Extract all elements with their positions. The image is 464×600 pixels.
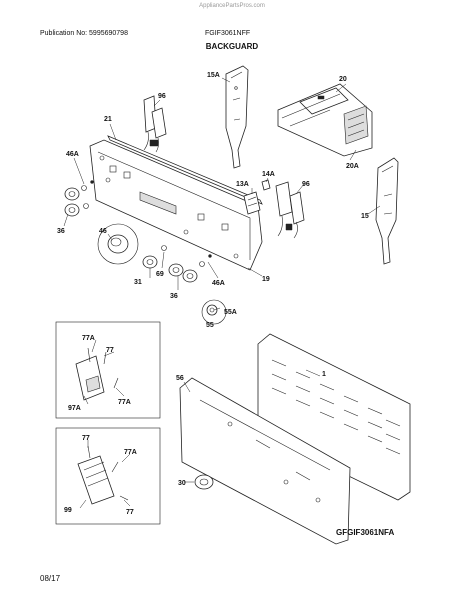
callout-46A: 46A <box>212 280 225 287</box>
callout-77: 77 <box>82 435 90 442</box>
callout-46: 46 <box>99 228 107 235</box>
callout-77: 77 <box>106 347 114 354</box>
callout-46A: 46A <box>66 151 79 158</box>
callout-99: 99 <box>64 507 72 514</box>
part-20-control-board <box>277 83 373 157</box>
callout-96: 96 <box>158 93 166 100</box>
part-19-backguard-panel <box>89 139 263 271</box>
callout-15: 15 <box>361 213 369 220</box>
section-title: BACKGUARD <box>205 42 259 51</box>
part-13A-14A-relay <box>243 179 271 215</box>
callout-36: 36 <box>57 228 65 235</box>
inset-box-upper <box>55 321 161 419</box>
part-46-knob <box>97 223 139 265</box>
part-56-rear-cover <box>179 377 351 545</box>
part-15A-end-cap <box>225 65 249 169</box>
watermark: AppliancePartsPros.com <box>199 3 265 9</box>
callout-1: 1 <box>322 371 326 378</box>
publication-number: Publication No: 5995690798 <box>40 30 128 37</box>
part-21-top-trim <box>107 135 263 205</box>
part-36-knobs-left <box>64 180 94 217</box>
callout-21: 21 <box>104 116 112 123</box>
callout-77A: 77A <box>82 335 95 342</box>
callout-20A: 20A <box>346 163 359 170</box>
callout-15A: 15A <box>207 72 220 79</box>
callout-56: 56 <box>176 375 184 382</box>
callout-69: 69 <box>156 271 164 278</box>
callout-77A: 77A <box>124 449 137 456</box>
part-96-wire-harness-lower <box>275 181 305 239</box>
callout-55A: 55A <box>224 309 237 316</box>
diagram-code: GFGIF3061NFA <box>336 528 395 537</box>
callout-13A: 13A <box>236 181 249 188</box>
part-55-seal <box>201 299 227 325</box>
leader-lines <box>63 77 381 509</box>
part-30-plug <box>194 474 214 490</box>
callout-20: 20 <box>339 76 347 83</box>
footer-date: 08/17 <box>40 574 61 583</box>
model-number: FGIF3061NFF <box>205 30 251 37</box>
callout-77: 77 <box>126 509 134 516</box>
inset-box-lower <box>55 427 161 525</box>
callout-19: 19 <box>262 276 270 283</box>
part-96-wire-harness-upper <box>143 95 167 153</box>
callout-30: 30 <box>178 480 186 487</box>
callout-77A: 77A <box>118 399 131 406</box>
callout-labels: 15A 20 96 21 46A 36 20A 14A 13A 96 15 46… <box>57 72 369 516</box>
callout-97A: 97A <box>68 405 81 412</box>
callout-96: 96 <box>302 181 310 188</box>
callout-55: 55 <box>206 322 214 329</box>
part-15-end-cap <box>375 157 399 265</box>
callout-31: 31 <box>134 279 142 286</box>
part-31-36-knobs-front <box>142 245 212 283</box>
callout-36: 36 <box>170 293 178 300</box>
callout-14A: 14A <box>262 171 275 178</box>
